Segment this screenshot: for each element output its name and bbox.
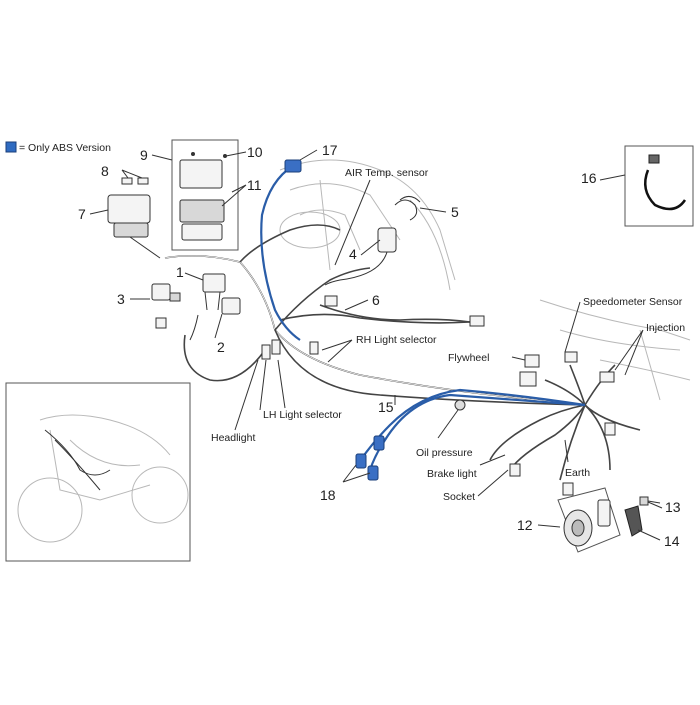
part-numbers: 1 2 3 4 5 6 7 8 9 10 11 12 13 14 15 16 1… xyxy=(78,142,681,549)
number-14: 14 xyxy=(664,533,680,549)
component-labels: AIR Temp. sensor Speedometer Sensor Inje… xyxy=(211,167,685,503)
part-9-fuse-box xyxy=(171,139,239,251)
label-earth: Earth xyxy=(565,467,590,479)
label-oil-pressure: Oil pressure xyxy=(416,447,473,459)
number-7: 7 xyxy=(78,206,86,222)
part-2-relay xyxy=(221,297,241,315)
inset-motorcycle-overview xyxy=(5,382,191,562)
part-4-sensor xyxy=(324,227,397,286)
part-10-screws xyxy=(191,152,227,158)
label-injection: Injection xyxy=(646,322,685,334)
label-brake-light: Brake light xyxy=(427,468,477,480)
number-5: 5 xyxy=(451,204,459,220)
label-air-temp-sensor: AIR Temp. sensor xyxy=(345,167,429,179)
number-4: 4 xyxy=(349,246,357,262)
number-13: 13 xyxy=(665,499,681,515)
label-speedometer-sensor: Speedometer Sensor xyxy=(583,296,683,308)
part-6-cable xyxy=(319,295,485,327)
part-1-relay xyxy=(189,273,226,341)
number-9: 9 xyxy=(140,147,148,163)
number-10: 10 xyxy=(247,144,263,160)
abs-legend-text: = Only ABS Version xyxy=(19,142,111,154)
label-flywheel: Flywheel xyxy=(448,352,489,364)
part-3-relay-kit xyxy=(151,283,181,329)
part-12-horn xyxy=(557,487,621,553)
abs-legend-swatch xyxy=(5,141,17,153)
part-8-fuses xyxy=(121,177,149,185)
label-lh-light-selector: LH Light selector xyxy=(263,409,342,421)
label-headlight: Headlight xyxy=(211,432,255,444)
part-16-cable-tie xyxy=(624,145,694,227)
number-16: 16 xyxy=(581,170,597,186)
label-rh-light-selector: RH Light selector xyxy=(356,334,437,346)
part-13-bolt xyxy=(639,496,661,506)
leader-lines xyxy=(89,149,663,541)
number-6: 6 xyxy=(372,292,380,308)
number-2: 2 xyxy=(217,339,225,355)
part-17-abs-connector xyxy=(284,159,302,173)
number-11: 11 xyxy=(247,177,262,193)
number-18: 18 xyxy=(320,487,336,503)
part-5-air-temp-sensor xyxy=(394,196,421,221)
part-14-bracket xyxy=(624,505,643,537)
number-1: 1 xyxy=(176,264,184,280)
number-12: 12 xyxy=(517,517,533,533)
part-18-abs-connectors xyxy=(355,435,385,481)
label-socket: Socket xyxy=(443,491,475,503)
main-harness xyxy=(164,224,641,481)
misc-connectors xyxy=(261,339,616,496)
number-3: 3 xyxy=(117,291,125,307)
number-17: 17 xyxy=(322,142,338,158)
part-7-control-unit xyxy=(107,194,161,259)
number-8: 8 xyxy=(101,163,109,179)
frame-background xyxy=(279,159,691,401)
number-15: 15 xyxy=(378,399,394,415)
